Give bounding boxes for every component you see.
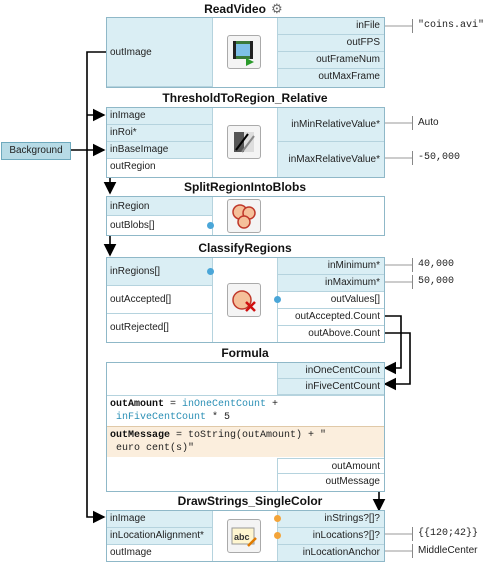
read-video-in-file[interactable]: inFile [277,18,384,35]
gear-icon[interactable]: ⚙ [271,1,283,16]
formula-expression-amount[interactable]: outAmount = inOneCentCount + inFiveCentC… [107,395,384,425]
formula-in-one-cent-count[interactable]: inOneCentCount [277,363,384,379]
draw-in-locations[interactable]: inLocations?[]? [277,528,384,545]
threshold-title: ThresholdToRegion_Relative [162,91,328,105]
background-button[interactable]: Background [1,142,71,160]
link-image-draw [86,51,107,524]
formula-block[interactable]: inOneCentCount inFiveCentCount outAmount… [106,362,385,492]
classify-block[interactable]: inRegions[] outAccepted[] outRejected[] … [106,257,385,343]
film-icon [227,35,261,69]
draw-title: DrawStrings_SingleColor [177,494,323,508]
classify-title: ClassifyRegions [198,241,292,255]
read-video-out-max-frame[interactable]: outMaxFrame [277,69,384,87]
read-video-out-image[interactable]: outImage [107,18,213,87]
classify-out-above-count[interactable]: outAbove.Count [277,326,384,342]
classify-out-rejected[interactable]: outRejected[] [107,314,213,342]
split-title: SplitRegionIntoBlobs [184,180,306,194]
read-video-block[interactable]: outImage inFile outFPS outFrameNum outMa… [106,17,385,88]
draw-in-location-alignment[interactable]: inLocationAlignment* [107,528,213,545]
locations-value[interactable]: {{120;42}} [418,528,479,539]
classify-in-regions[interactable]: inRegions[] [107,258,213,286]
read-video-out-frame-num[interactable]: outFrameNum [277,52,384,69]
read-video-out-fps[interactable]: outFPS [277,35,384,52]
draw-block[interactable]: inImage inLocationAlignment* outImage ab… [106,510,385,562]
threshold-in-min-relative-value[interactable]: inMinRelativeValue* [277,108,384,142]
draw-out-image[interactable]: outImage [107,545,213,561]
classify-out-accepted[interactable]: outAccepted[] [107,286,213,314]
classify-in-maximum[interactable]: inMaximum* [277,275,384,292]
classify-icon [227,283,261,317]
threshold-in-base-image[interactable]: inBaseImage [107,142,213,159]
maximum-value[interactable]: 50,000 [418,276,455,287]
location-anchor-value[interactable]: MiddleCenter [418,545,478,556]
read-video-title: ReadVideo [204,2,266,16]
split-block[interactable]: inRegion outBlobs[] [106,196,385,236]
formula-out-message[interactable]: outMessage [277,474,384,491]
draw-in-strings[interactable]: inStrings?[]? [277,511,384,528]
classify-out-values[interactable]: outValues[] [277,292,384,309]
in-file-value[interactable]: "coins.avi" [418,20,485,31]
draw-text-icon: abc [227,519,261,553]
minimum-value[interactable]: 40,000 [418,259,455,270]
link-above-count [383,332,411,391]
formula-title: Formula [221,346,269,360]
split-in-region[interactable]: inRegion [107,197,213,216]
draw-in-image[interactable]: inImage [107,511,213,528]
blobs-icon [227,199,261,233]
threshold-block[interactable]: inImage inRoi* inBaseImage outRegion inM… [106,107,385,178]
link-accepted-count [383,315,402,375]
threshold-icon [227,125,261,159]
formula-out-amount[interactable]: outAmount [277,458,384,474]
min-relative-value[interactable]: Auto [418,117,439,128]
draw-in-location-anchor[interactable]: inLocationAnchor [277,545,384,561]
svg-text:abc: abc [234,532,250,542]
formula-in-five-cent-count[interactable]: inFiveCentCount [277,379,384,395]
split-out-blobs[interactable]: outBlobs[] [107,216,213,235]
threshold-in-image[interactable]: inImage [107,108,213,125]
classify-out-accepted-count[interactable]: outAccepted.Count [277,309,384,326]
threshold-in-roi[interactable]: inRoi* [107,125,213,142]
classify-in-minimum[interactable]: inMinimum* [277,258,384,275]
max-relative-value[interactable]: -50,000 [418,152,461,163]
threshold-in-max-relative-value[interactable]: inMaxRelativeValue* [277,142,384,177]
threshold-out-region[interactable]: outRegion [107,159,213,177]
formula-expression-message[interactable]: outMessage = toString(outAmount) + " eur… [107,426,384,457]
